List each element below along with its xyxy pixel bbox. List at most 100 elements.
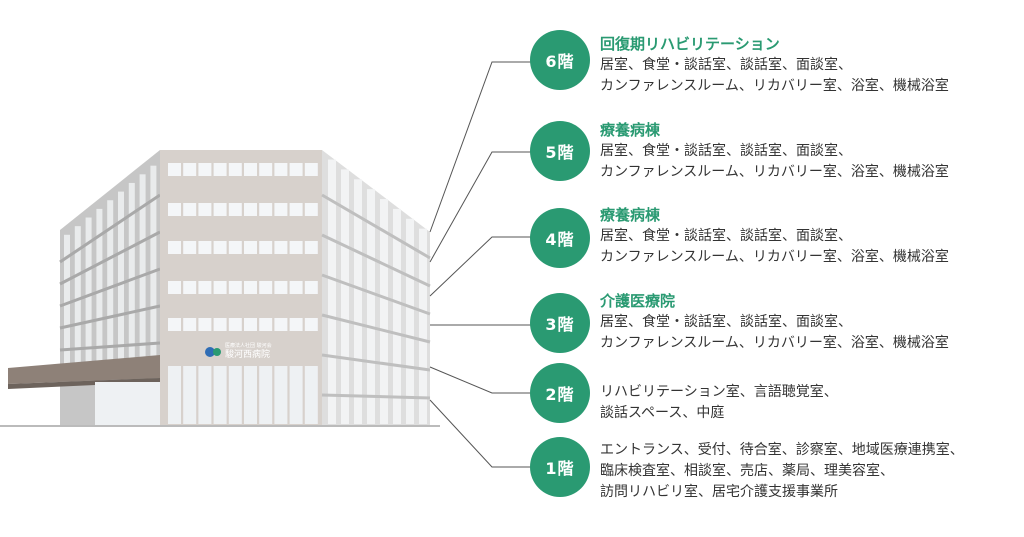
window-pane (419, 228, 427, 424)
window-pane (289, 366, 303, 424)
floor-facility-line: リハビリテーション室、言語聴覚室、 (600, 384, 838, 400)
ground (0, 425, 440, 427)
floor-facility-line: 居室、食堂・談話室、談話室、面談室、 (600, 228, 852, 244)
window-pane (228, 366, 242, 424)
window-pane (304, 163, 318, 176)
floor-title: 療養病棟 (600, 121, 661, 139)
floor-badge: 4階 (530, 208, 590, 268)
floor-facility-line: 臨床検査室、相談室、売店、薬局、理美容室、 (600, 463, 894, 479)
window-pane (198, 366, 212, 424)
window-pane (393, 208, 401, 424)
window-pane (228, 203, 242, 216)
window-pane (244, 366, 257, 424)
window-pane (244, 203, 257, 216)
leader-line (429, 399, 534, 468)
window-pane (107, 200, 114, 366)
floor-title: 介護医療院 (600, 292, 676, 310)
window-pane (341, 169, 349, 424)
window-pane (244, 281, 257, 294)
window-pane (139, 174, 146, 366)
window-pane (259, 241, 273, 254)
window-pane (274, 318, 288, 331)
window-pane (183, 163, 197, 176)
window-pane (244, 241, 257, 254)
floor-band (321, 193, 431, 260)
window-pane (198, 281, 212, 294)
window-pane (354, 179, 362, 424)
window-pane (289, 163, 303, 176)
floor-band (321, 273, 431, 316)
floor-band (59, 193, 161, 264)
floor-badge: 3階 (530, 293, 590, 353)
window-pane (64, 234, 70, 366)
sign-name: 駿河西病院 (225, 348, 270, 360)
window-pane (304, 241, 318, 254)
window-pane (198, 241, 212, 254)
floor-badge: 1階 (530, 437, 590, 497)
window-pane (213, 241, 227, 254)
window-pane (168, 318, 181, 331)
window-pane (198, 163, 212, 176)
floor-info: リハビリテーション室、言語聴覚室、談話スペース、中庭 (600, 382, 1024, 424)
window-pane (259, 281, 273, 294)
window-pane (118, 191, 124, 366)
window-pane (244, 163, 257, 176)
floor-title: 回復期リハビリテーション (600, 35, 780, 53)
floor-facility-line: カンファレンスルーム、リカバリー室、浴室、機械浴室 (600, 249, 949, 265)
window-pane (228, 241, 242, 254)
window-pane (304, 366, 318, 424)
window-pane (74, 226, 81, 366)
canopy-edge (8, 378, 160, 389)
window-pane (244, 318, 257, 331)
floor-info: 療養病棟居室、食堂・談話室、談話室、面談室、カンファレンスルーム、リカバリー室、… (600, 120, 1024, 183)
window-pane (380, 199, 388, 424)
window-pane (274, 241, 288, 254)
window-pane (168, 241, 181, 254)
floor-badge: 5階 (530, 121, 590, 181)
floor-band (59, 267, 161, 308)
window-pane (328, 159, 336, 425)
window-pane (228, 318, 242, 331)
window-pane (289, 203, 303, 216)
floor-band (321, 353, 431, 372)
window-pane (213, 163, 227, 176)
floor-band (59, 304, 161, 330)
window-pane (259, 318, 273, 331)
window-pane (168, 163, 181, 176)
window-pane (183, 281, 197, 294)
floor-facility-line: 居室、食堂・談話室、談話室、面談室、 (600, 57, 852, 73)
center-window-grid (168, 163, 318, 424)
window-pane (213, 366, 227, 424)
window-pane (228, 163, 242, 176)
leader-line (429, 151, 534, 263)
window-pane (183, 203, 197, 216)
leader-line (429, 236, 534, 297)
window-pane (259, 163, 273, 176)
window-pane (289, 318, 303, 331)
entrance-glass (95, 382, 160, 425)
window-pane (289, 241, 303, 254)
window-pane (168, 203, 181, 216)
window-pane (228, 281, 242, 294)
window-pane (304, 318, 318, 331)
window-pane (183, 318, 197, 331)
window-pane (168, 281, 181, 294)
window-pane (213, 281, 227, 294)
floor-facility-line: カンファレンスルーム、リカバリー室、浴室、機械浴室 (600, 335, 949, 351)
window-pane (406, 218, 414, 424)
entrance-canopy (8, 355, 160, 384)
floor-facility-line: エントランス、受付、待合室、診察室、地域医療連携室、 (600, 442, 964, 458)
window-pane (274, 366, 288, 424)
window-pane (274, 281, 288, 294)
floor-band (59, 341, 161, 352)
hospital-logo-icon (205, 347, 221, 357)
window-pane (259, 366, 273, 424)
window-pane (259, 203, 273, 216)
window-pane (304, 203, 318, 216)
window-pane (274, 163, 288, 176)
floor-band (321, 233, 431, 288)
window-pane (213, 203, 227, 216)
floor-band (321, 393, 431, 400)
